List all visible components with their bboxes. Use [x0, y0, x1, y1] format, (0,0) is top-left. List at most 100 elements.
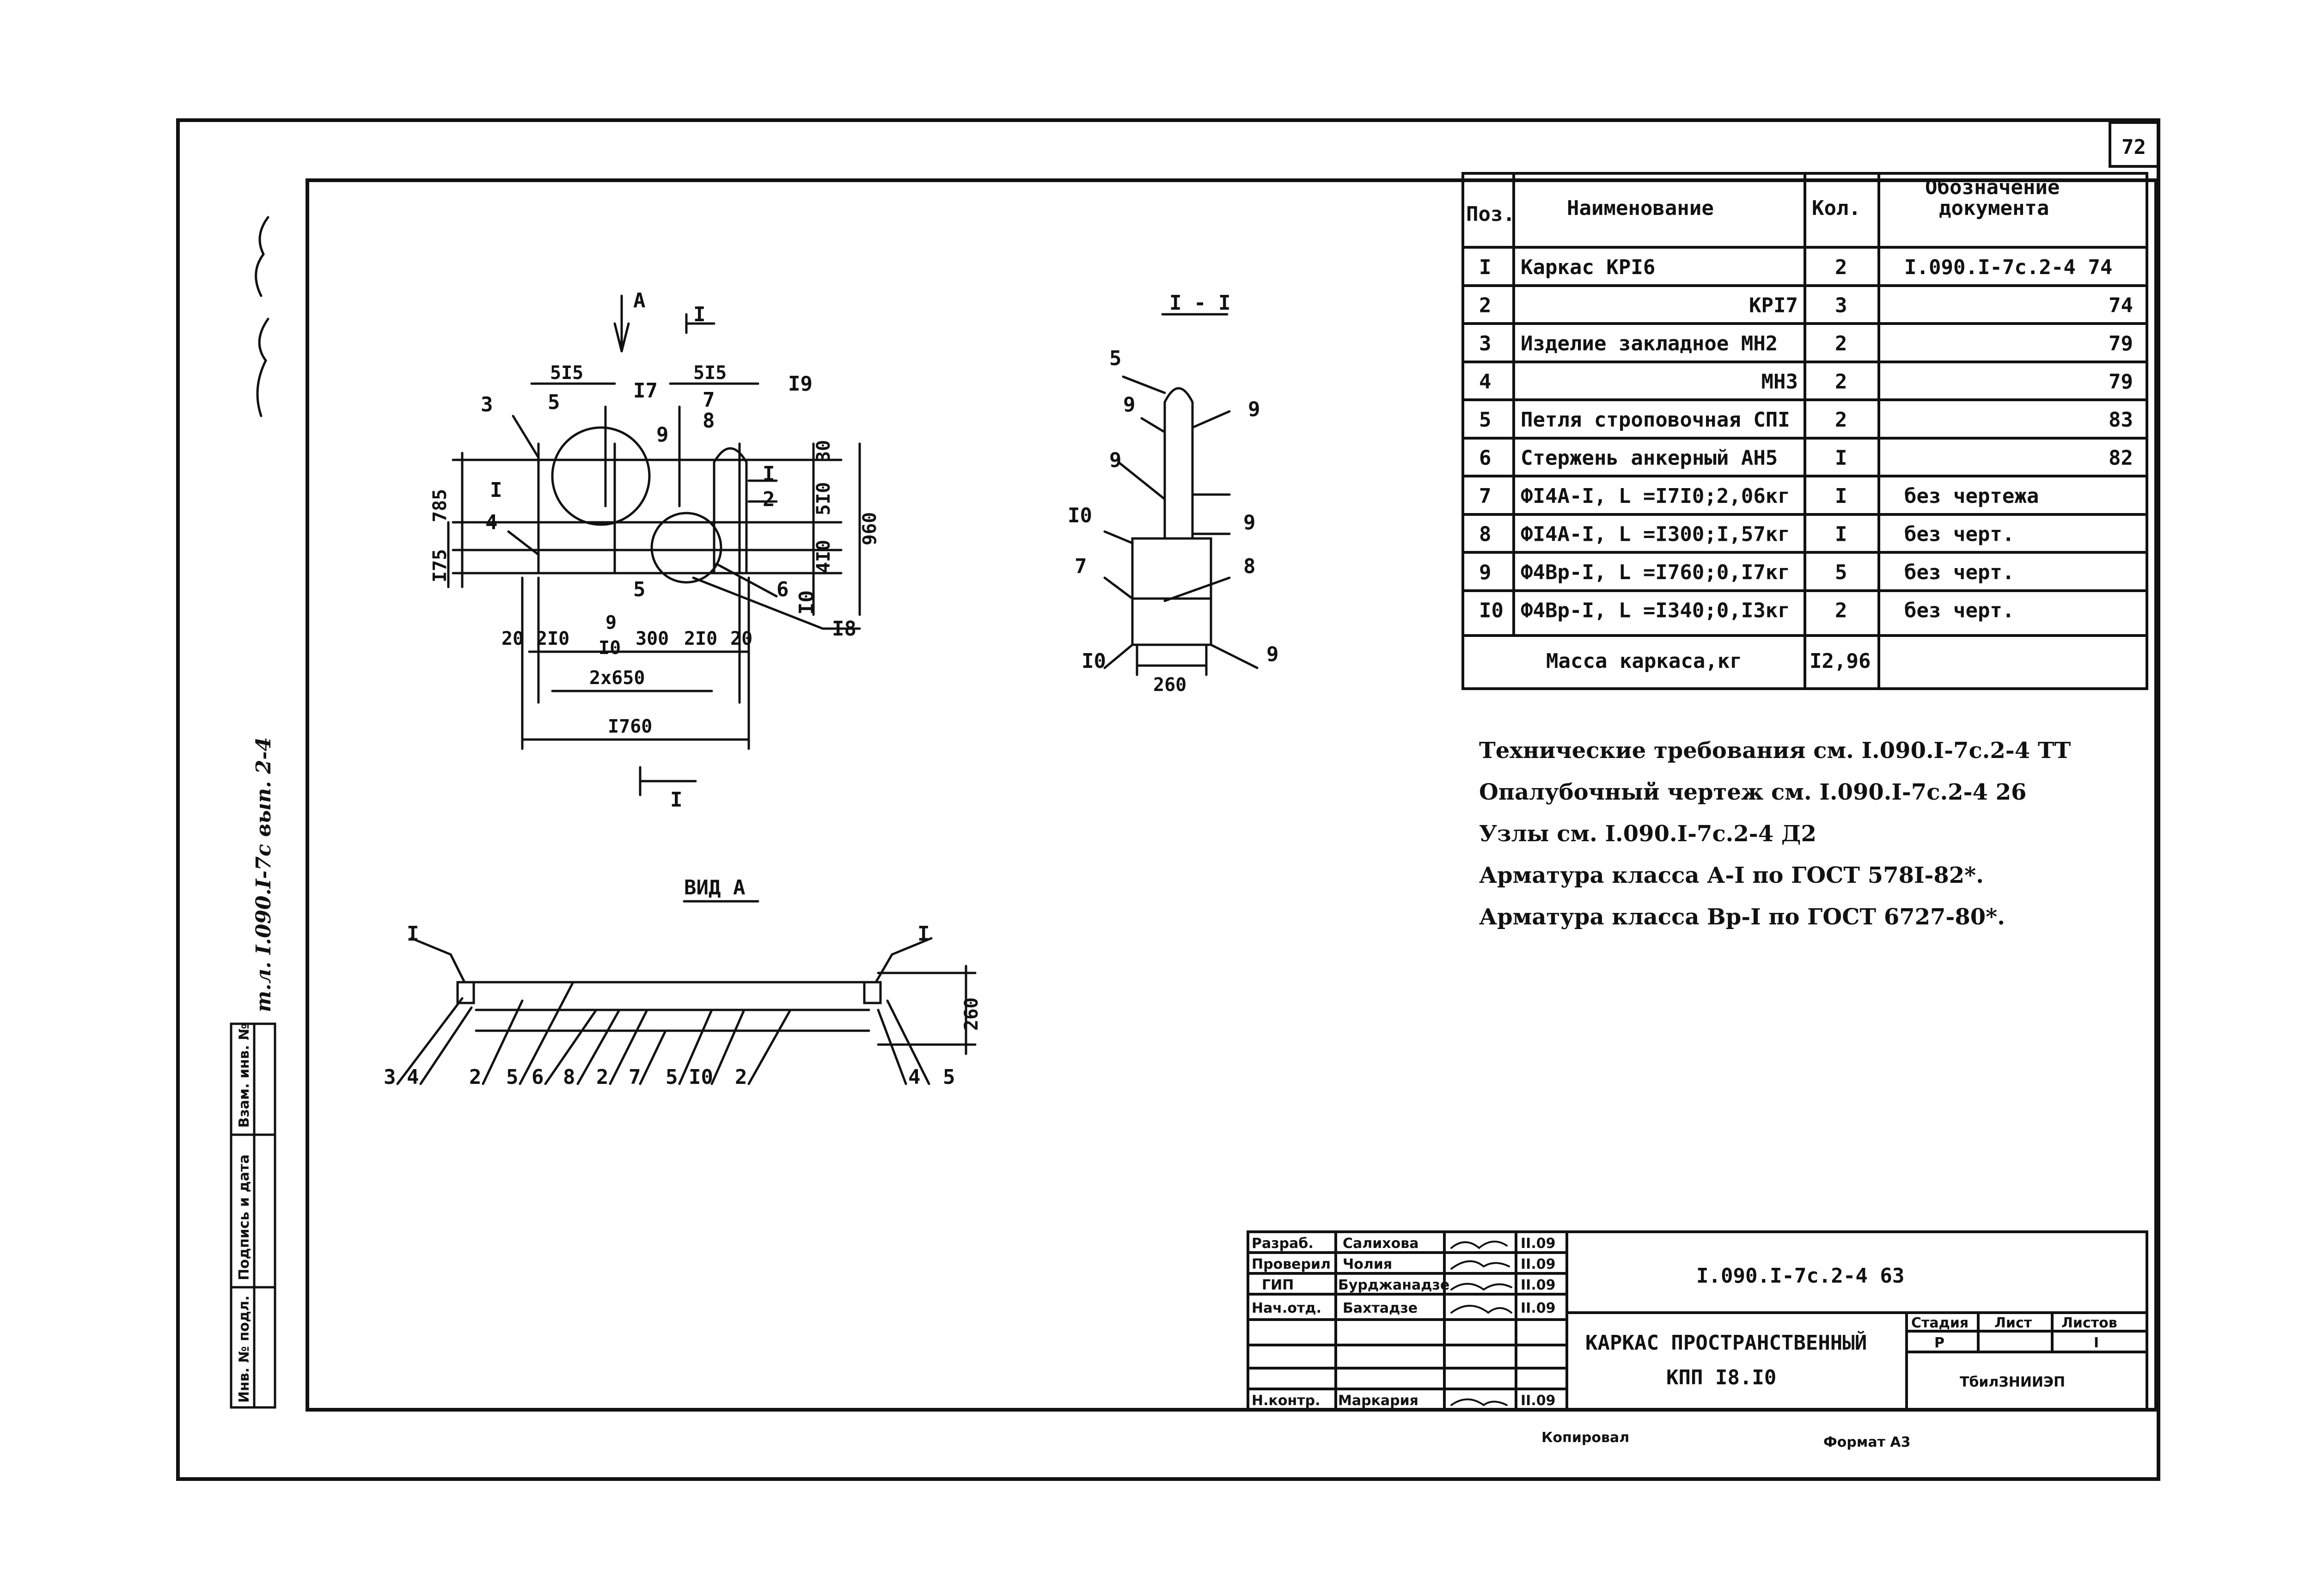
- outer-frame: [176, 118, 2160, 1481]
- dim-20-right: 20: [730, 628, 752, 649]
- spec-row-pos: I0: [1479, 599, 1504, 623]
- dim-515-right: 5I5: [693, 362, 727, 384]
- side-vertical-text: т.л. I.090.I-7с вып. 2-4: [252, 737, 275, 1012]
- spec-row-name: Петля строповочная СПI: [1521, 408, 1790, 432]
- spec-row-pos: I: [1479, 256, 1492, 279]
- spec-row-pos: 6: [1479, 446, 1492, 470]
- section-title: I - I: [1169, 291, 1230, 315]
- spec-row-doc: 79: [2109, 370, 2133, 394]
- section-callout-9-right-c: 9: [1266, 642, 1279, 666]
- plan-callout-19: I9: [788, 372, 813, 396]
- role-gip: ГИП: [1262, 1277, 1294, 1293]
- section-callout-9-left-b: 9: [1109, 448, 1122, 472]
- sheets-label: Листов: [2061, 1315, 2117, 1331]
- spec-row-pos: 3: [1479, 332, 1492, 355]
- spec-row-qty: 2: [1835, 332, 1847, 355]
- spec-row-name: МН3: [1761, 370, 1798, 394]
- spec-row-qty: 3: [1835, 294, 1847, 318]
- view-a-callout-8: 8: [563, 1065, 575, 1089]
- name-razrab: Салихова: [1343, 1235, 1418, 1252]
- dim-510: 5I0: [813, 482, 834, 515]
- dim-10: I0: [599, 637, 621, 659]
- col-header-doc-1: Обозначение: [1925, 176, 2060, 199]
- plan-callout-18: I8: [832, 617, 856, 641]
- plan-callout-5-lower: 5: [633, 578, 646, 601]
- spec-row-doc: без черт.: [1904, 561, 2014, 584]
- dim-210-right: 2I0: [684, 628, 717, 649]
- spec-row-doc: без чертежа: [1904, 484, 2039, 508]
- date-nkontr: II.09: [1521, 1393, 1555, 1409]
- col-header-name: Наименование: [1567, 196, 1714, 220]
- inner-frame: [306, 178, 2158, 1412]
- view-a-callout-6: 6: [532, 1065, 544, 1089]
- side-stamp: [230, 1022, 276, 1409]
- col-header-doc-2: документа: [1939, 196, 2049, 220]
- dim-410: 4I0: [813, 540, 834, 573]
- dim-2x650: 2x650: [589, 667, 645, 689]
- spec-row-name: ФI4А-I, L =I300;I,57кг: [1521, 523, 1790, 546]
- dim-210-left: 2I0: [536, 628, 569, 649]
- date-proveril: II.09: [1521, 1256, 1555, 1272]
- spec-row-name: Изделие закладное МН2: [1521, 332, 1778, 355]
- dim-515-left: 5I5: [550, 362, 583, 384]
- footer-format: Формат А3: [1823, 1434, 1911, 1450]
- stage-label: Стадия: [1911, 1315, 1969, 1331]
- view-a-callout-5-right: 5: [943, 1065, 955, 1089]
- stage-value: Р: [1934, 1335, 1944, 1351]
- plan-callout-7: 7: [703, 388, 715, 412]
- spec-row-qty: I: [1835, 484, 1847, 508]
- title-line-1: КАРКАС ПРОСТРАНСТВЕННЫЙ: [1585, 1330, 1867, 1355]
- spec-row-pos: 8: [1479, 523, 1492, 546]
- spec-row-qty: 5: [1835, 561, 1847, 584]
- view-a-callout-10: I0: [689, 1065, 713, 1089]
- mass-value: I2,96: [1810, 649, 1871, 673]
- view-a-dim-260: 260: [961, 997, 982, 1031]
- side-handwriting: [255, 216, 269, 417]
- spec-row-name: ФI4А-I, L =I7I0;2,06кг: [1521, 484, 1790, 508]
- spec-row-doc: 74: [2109, 294, 2133, 318]
- date-nachotd: II.09: [1521, 1300, 1555, 1316]
- view-a-callout-5-b: 5: [666, 1065, 678, 1089]
- plan-section-mark-i-top: I: [693, 303, 706, 326]
- section-callout-10-bottom: I0: [1082, 649, 1106, 673]
- spec-row-name: Каркас КРI6: [1521, 256, 1655, 279]
- sheet-number-box: [2109, 121, 2160, 168]
- view-a-callout-2-a: 2: [469, 1065, 482, 1089]
- section-callout-9-right-a: 9: [1248, 397, 1260, 421]
- stamp-cell-inv: Инв. № подл.: [236, 1296, 252, 1403]
- view-a-section-mark-right: I: [917, 922, 930, 946]
- spec-row-doc: 82: [2109, 446, 2133, 470]
- dim-20-left: 20: [501, 628, 524, 649]
- dim-785: 785: [429, 489, 451, 522]
- section-callout-10-top: I0: [1068, 504, 1092, 527]
- plan-callout-8: 8: [703, 409, 715, 433]
- spec-row-pos: 2: [1479, 294, 1492, 318]
- plan-callout-17: I7: [633, 379, 658, 403]
- section-callout-8: 8: [1243, 555, 1256, 578]
- plan-callout-6: 6: [776, 578, 789, 601]
- note-2: Опалубочный чертеж см. I.090.I-7c.2-4 26: [1479, 779, 2026, 805]
- spec-row-doc: без черт.: [1904, 599, 2014, 623]
- plan-section-mark-a: А: [633, 289, 646, 312]
- dim-300: 300: [636, 628, 669, 649]
- stamp-cell-sign: Подпись и дата: [236, 1155, 252, 1280]
- org-name: ТбилЗНИИЭП: [1960, 1374, 2065, 1390]
- title-doc-code: I.090.I-7c.2-4 63: [1696, 1264, 1904, 1288]
- sheets-value: I: [2094, 1335, 2099, 1351]
- section-callout-7: 7: [1075, 555, 1087, 578]
- section-callout-9-left-a: 9: [1123, 393, 1136, 416]
- spec-row-pos: 5: [1479, 408, 1492, 432]
- view-a-callout-2-c: 2: [735, 1065, 747, 1089]
- view-a-callout-7: 7: [629, 1065, 641, 1089]
- note-5: Арматура класса Вр-I по ГОСТ 6727-80*.: [1479, 904, 2005, 930]
- view-a-callout-2-b: 2: [596, 1065, 609, 1089]
- name-nkontr: Маркария: [1338, 1393, 1418, 1409]
- dim-30: 30: [813, 440, 834, 462]
- dim-960: 960: [859, 512, 880, 545]
- sheet-number: 72: [2121, 135, 2146, 159]
- spec-row-qty: 2: [1835, 256, 1847, 279]
- spec-row-name: Ф4Вр-I, L =I760;0,I7кг: [1521, 561, 1790, 584]
- name-proveril: Чолия: [1343, 1256, 1392, 1272]
- view-a-title: ВИД А: [684, 876, 745, 899]
- spec-row-qty: 2: [1835, 599, 1847, 623]
